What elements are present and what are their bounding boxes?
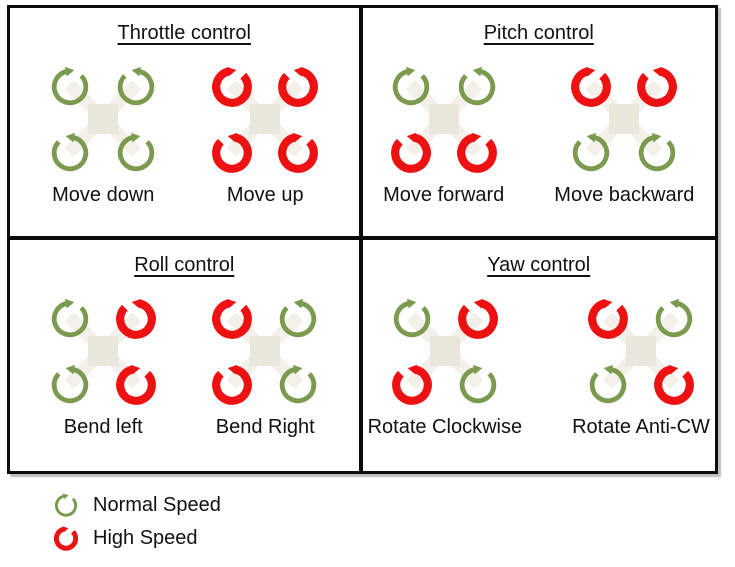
rotor-bottom-right-icon xyxy=(454,129,500,175)
rotor-bottom-left-icon xyxy=(209,361,255,407)
figure-label: Bend Right xyxy=(215,415,315,438)
figure-move-up: Move up xyxy=(209,63,321,207)
rotor-bottom-right-icon xyxy=(634,129,680,175)
panel-throttle-control: Throttle control Move down xyxy=(10,8,363,240)
rotor-top-right-icon xyxy=(113,63,159,109)
rotor-top-right-icon xyxy=(634,63,680,109)
panel-title: Yaw control xyxy=(487,253,591,276)
figure-rotate-clockwise: Rotate Clockwise xyxy=(367,295,523,439)
rotor-bottom-left-icon xyxy=(389,361,435,407)
quadcopter-icon xyxy=(585,295,697,407)
figure-label: Bend left xyxy=(63,415,143,438)
rotor-top-left-icon xyxy=(209,295,255,341)
panel-title: Throttle control xyxy=(117,22,251,44)
rotor-top-left-icon xyxy=(568,63,614,109)
rotor-top-left-icon xyxy=(47,63,93,109)
figure-label: Move backward xyxy=(554,184,695,206)
rotor-bottom-left-icon xyxy=(47,129,93,175)
control-grid: Throttle control Move down xyxy=(7,5,718,474)
rotor-bottom-left-icon xyxy=(388,129,434,175)
legend-item-high-speed: High Speed xyxy=(52,524,221,552)
quadcopter-icon xyxy=(388,63,500,175)
rotor-top-left-icon xyxy=(389,295,435,341)
panel-roll-control: Roll control Bend left xyxy=(10,239,363,471)
legend-label: High Speed xyxy=(93,526,198,549)
figure-row: Move forward Move backward xyxy=(383,63,694,207)
figure-move-forward: Move forward xyxy=(383,63,504,207)
drone-body xyxy=(609,104,640,134)
quadcopter-icon xyxy=(209,295,321,407)
drone-body xyxy=(429,335,460,366)
quadcopter-icon xyxy=(47,63,159,175)
rotor-bottom-left-icon xyxy=(585,361,631,407)
rotor-bottom-right-icon xyxy=(651,361,697,407)
rotor-bottom-right-icon xyxy=(275,361,321,407)
legend: Normal Speed High Speed xyxy=(52,491,221,552)
figure-label: Rotate Clockwise xyxy=(367,415,523,438)
figure-label: Move forward xyxy=(383,184,505,206)
figure-rotate-anti-cw: Rotate Anti-CW xyxy=(572,295,710,439)
drone-body xyxy=(88,104,119,134)
rotor-top-left-icon xyxy=(388,63,434,109)
figure-row: Move down Move up xyxy=(47,63,321,207)
rotor-top-right-icon xyxy=(455,295,501,341)
quadcopter-icon xyxy=(209,63,321,175)
figure-row: Bend left Bend Right xyxy=(47,295,321,439)
quadcopter-icon xyxy=(47,295,159,407)
figure-label: Move up xyxy=(226,184,304,206)
drone-body xyxy=(250,335,281,366)
normal-speed-rotor-icon xyxy=(52,491,80,519)
quadcopter-icon xyxy=(568,63,680,175)
figure-move-backward: Move backward xyxy=(554,63,694,207)
rotor-top-right-icon xyxy=(113,295,159,341)
drone-body xyxy=(88,335,119,366)
drone-body xyxy=(428,104,459,134)
quadcopter-icon xyxy=(389,295,501,407)
rotor-bottom-left-icon xyxy=(47,361,93,407)
legend-label: Normal Speed xyxy=(93,493,221,516)
rotor-bottom-left-icon xyxy=(568,129,614,175)
rotor-top-left-icon xyxy=(585,295,631,341)
rotor-bottom-right-icon xyxy=(113,361,159,407)
rotor-bottom-right-icon xyxy=(275,129,321,175)
rotor-bottom-right-icon xyxy=(455,361,501,407)
panel-title: Pitch control xyxy=(483,22,594,44)
rotor-top-right-icon xyxy=(275,295,321,341)
panel-pitch-control: Pitch control Move forward xyxy=(362,8,715,240)
rotor-bottom-right-icon xyxy=(113,129,159,175)
drone-body xyxy=(626,335,656,366)
panel-yaw-control: Yaw control Rotate Clockwise xyxy=(363,240,716,472)
figure-label: Rotate Anti-CW xyxy=(572,415,710,438)
figure-move-down: Move down xyxy=(47,63,159,207)
high-speed-rotor-icon xyxy=(52,524,80,552)
figure-bend-right: Bend Right xyxy=(209,295,321,439)
panel-title: Roll control xyxy=(134,253,235,276)
rotor-bottom-left-icon xyxy=(209,129,255,175)
figure-row: Rotate Clockwise Rotate Anti-CW xyxy=(368,295,710,439)
rotor-top-right-icon xyxy=(454,63,500,109)
rotor-top-left-icon xyxy=(47,295,93,341)
drone-body xyxy=(250,104,281,134)
figure-label: Move down xyxy=(52,184,155,206)
rotor-top-right-icon xyxy=(275,63,321,109)
rotor-top-right-icon xyxy=(651,295,697,341)
rotor-top-left-icon xyxy=(209,63,255,109)
legend-item-normal-speed: Normal Speed xyxy=(52,491,221,519)
figure-bend-left: Bend left xyxy=(47,295,159,439)
